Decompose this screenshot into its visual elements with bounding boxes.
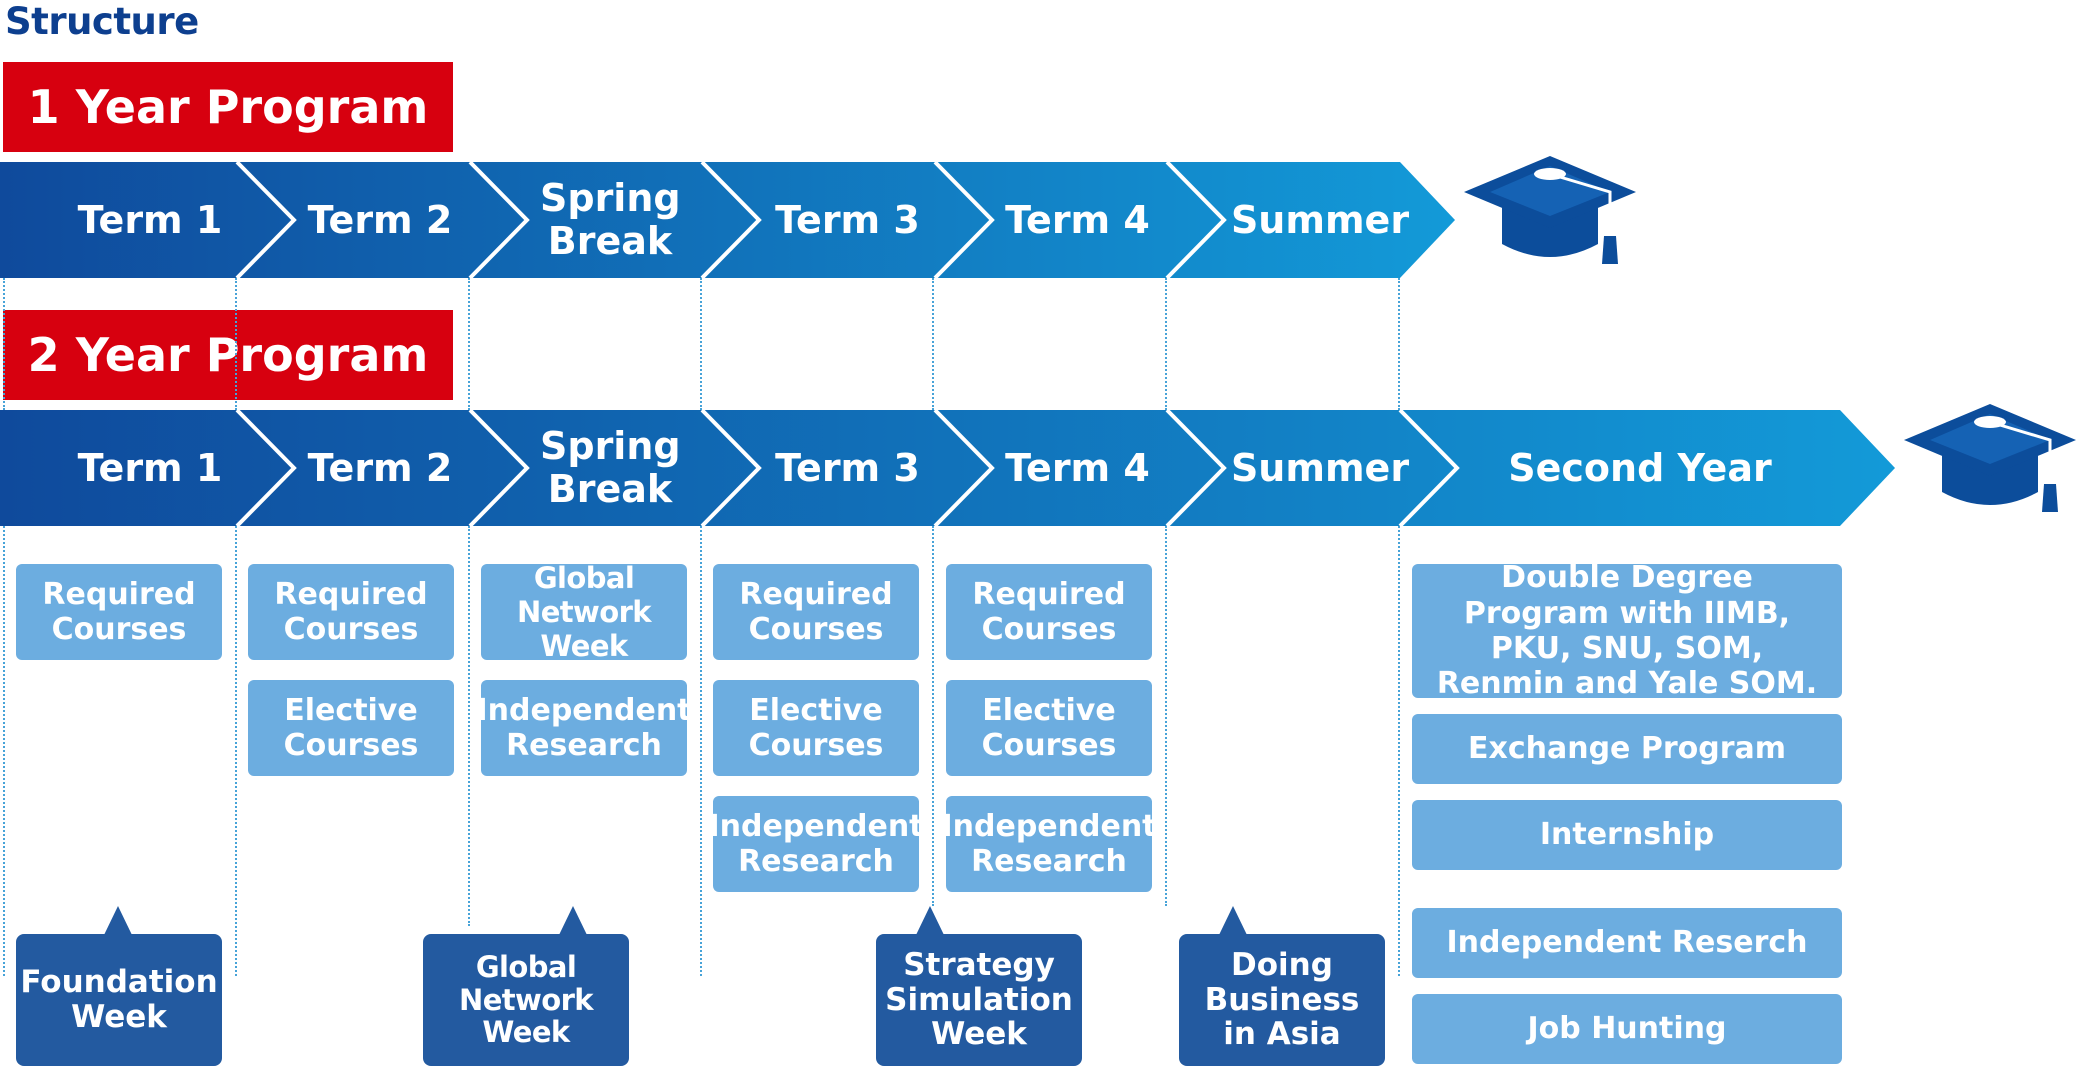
guide-line — [3, 278, 5, 410]
two-year-timeline-band — [0, 408, 1895, 528]
term3-required-courses: Required Courses — [713, 564, 919, 660]
one-year-segment-term-4: Term 4 — [1005, 197, 1150, 242]
internship: Internship — [1412, 800, 1842, 870]
double-degree-program: Double Degree Program with IIMB, PKU, SN… — [1412, 560, 1842, 701]
independent-reserch: Independent Reserch — [1412, 908, 1842, 978]
one-year-segment-spring-break: Spring Break — [505, 162, 715, 278]
term3-elective-courses: Elective Courses — [713, 680, 919, 776]
two-year-program-label: 2 Year Program — [3, 310, 453, 400]
term1-required-courses: Required Courses — [16, 564, 222, 660]
graduation-cap-icon — [1464, 156, 1636, 264]
graduation-cap-icon — [1904, 404, 2076, 512]
one-year-program-label: 1 Year Program — [3, 62, 453, 152]
spring-independent-research: Independent Research — [476, 680, 692, 776]
guide-line — [3, 526, 5, 976]
guide-line — [1398, 278, 1400, 410]
guide-line — [235, 278, 237, 410]
one-year-timeline-band — [0, 160, 1455, 280]
page-title: Structure — [5, 0, 199, 43]
two-year-segment-spring-break: Spring Break — [505, 410, 715, 526]
foundation-week-callout: Foundation Week — [16, 934, 222, 1066]
spring-break-label: Spring Break — [540, 424, 681, 511]
exchange-program: Exchange Program — [1412, 714, 1842, 784]
term2-required-courses: Required Courses — [248, 564, 454, 660]
one-year-segment-term-3: Term 3 — [775, 197, 920, 242]
one-year-segment-term-1: Term 1 — [77, 197, 223, 242]
guide-line — [468, 526, 470, 926]
term4-elective-courses: Elective Courses — [946, 680, 1152, 776]
two-year-segment-term-1: Term 1 — [77, 445, 223, 490]
term4-required-courses: Required Courses — [946, 564, 1152, 660]
term2-elective-courses: Elective Courses — [248, 680, 454, 776]
two-year-segment-term-3: Term 3 — [775, 445, 920, 490]
one-year-segment-term-2: Term 2 — [307, 197, 453, 242]
spring-global-network-week: Global Network Week — [481, 561, 687, 663]
term4-independent-research: Independent Research — [941, 796, 1157, 892]
doing-business-in-asia-callout: Doing Business in Asia — [1179, 934, 1385, 1066]
guide-line — [1398, 526, 1400, 976]
two-year-segment-term-2: Term 2 — [307, 445, 453, 490]
guide-line — [1165, 526, 1167, 906]
guide-line — [1165, 278, 1167, 410]
guide-line — [468, 278, 470, 410]
spring-break-label: Spring Break — [540, 176, 681, 263]
guide-line — [235, 526, 237, 976]
term3-independent-research: Independent Research — [708, 796, 924, 892]
job-hunting: Job Hunting — [1412, 994, 1842, 1064]
guide-line — [700, 526, 702, 976]
strategy-simulation-week-callout: Strategy Simulation Week — [876, 934, 1082, 1066]
guide-line — [700, 278, 702, 410]
global-network-week-callout: Global Network Week — [423, 934, 629, 1066]
one-year-segment-summer: Summer — [1230, 197, 1410, 242]
guide-line — [932, 526, 934, 906]
two-year-segment-term-4: Term 4 — [1005, 445, 1150, 490]
guide-line — [932, 278, 934, 410]
two-year-segment-summer: Summer — [1230, 445, 1410, 490]
two-year-segment-second-year: Second Year — [1508, 445, 1772, 490]
